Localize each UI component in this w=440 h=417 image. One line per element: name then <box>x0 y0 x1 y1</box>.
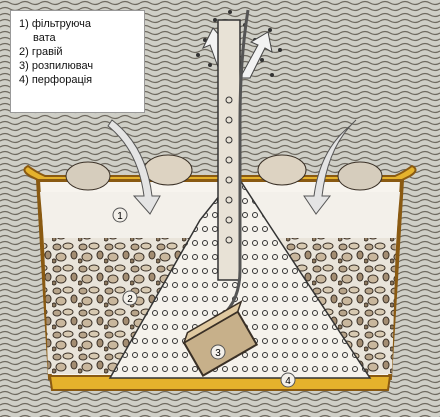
marker-4-label: 4 <box>285 376 291 387</box>
central-tube <box>218 20 240 280</box>
rock <box>66 162 110 190</box>
marker-2: 2 <box>123 291 137 305</box>
marker-3-label: 3 <box>215 348 221 359</box>
legend-box: 1) фільтруюча вата 2) гравій 3) розпилюв… <box>10 10 145 113</box>
marker-1-label: 1 <box>117 211 123 222</box>
marker-2-label: 2 <box>127 294 133 305</box>
legend-item-2: 2) гравій <box>19 45 136 59</box>
marker-4: 4 <box>281 373 295 387</box>
marker-1: 1 <box>113 208 127 222</box>
marker-3: 3 <box>211 345 225 359</box>
rock <box>258 155 306 185</box>
legend-item-1-cont: вата <box>19 31 136 45</box>
legend-item-4: 4) перфорація <box>19 73 136 87</box>
rock <box>338 162 382 190</box>
legend-item-3: 3) розпилювач <box>19 59 136 73</box>
legend-item-1: 1) фільтруюча <box>19 17 136 31</box>
rock <box>144 155 192 185</box>
